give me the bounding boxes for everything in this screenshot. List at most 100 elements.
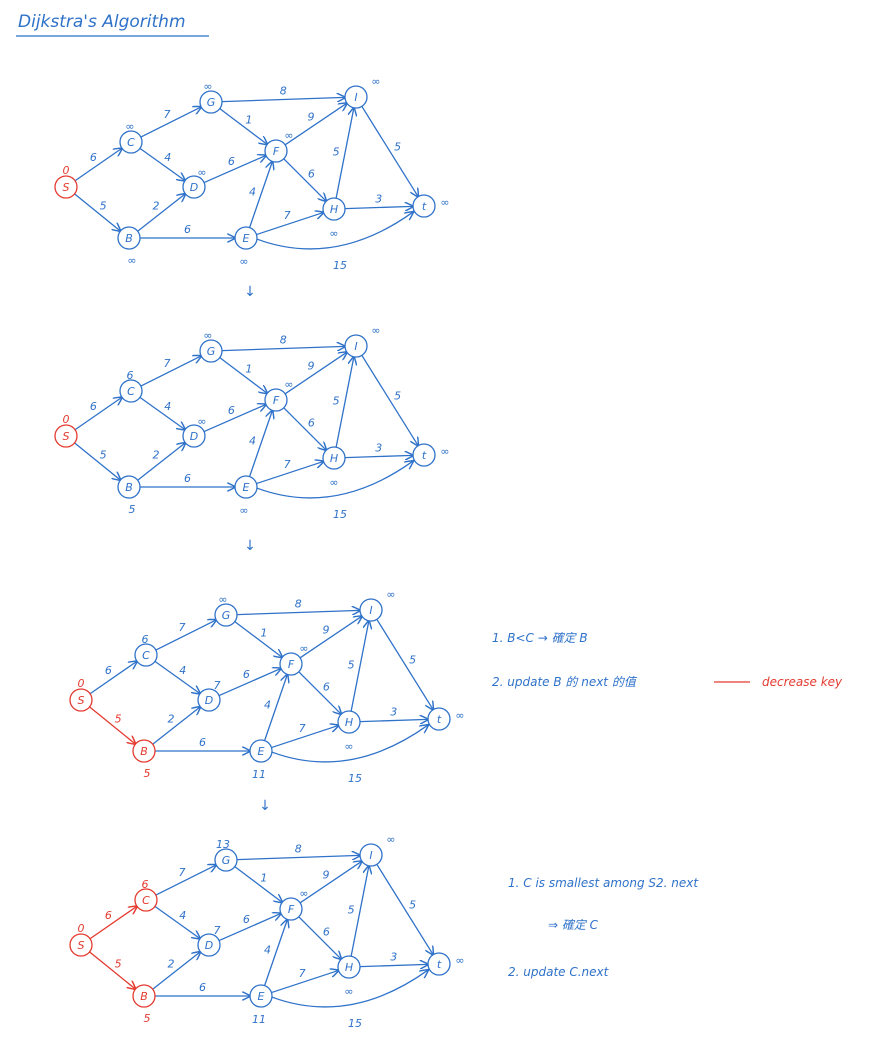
node-H [337, 710, 361, 734]
node-label-S: S [78, 939, 85, 952]
edge-weight-F-I: 9 [322, 869, 329, 882]
step-arrow-2: ↓ [244, 538, 256, 554]
distance-S: 0 [63, 413, 70, 426]
edge-weight-C-G: 7 [163, 357, 170, 370]
edge-weight-B-D: 2 [167, 712, 174, 725]
node-label-B: B [125, 481, 133, 494]
node-label-S: S [78, 694, 85, 707]
node-B [132, 739, 156, 763]
node-label-F: F [273, 394, 280, 407]
node-label-D: D [205, 694, 213, 707]
edge-weight-E-F: 4 [264, 699, 271, 712]
edge-weight-C-D: 4 [179, 664, 186, 677]
edge-weight-E-H: 7 [284, 458, 291, 471]
edge-C-G [155, 620, 216, 651]
edge-G-I [236, 610, 360, 616]
node-t [412, 194, 436, 218]
edge-F-H [283, 158, 326, 201]
distance-D: 7 [214, 924, 221, 937]
edge-weight-F-H: 6 [323, 926, 330, 939]
edge-weight-I-t: 5 [409, 654, 416, 667]
node-C [119, 130, 143, 154]
edge-F-I [284, 103, 347, 146]
node-H [322, 197, 346, 221]
edge-G-I [221, 346, 345, 352]
edge-G-F [219, 108, 267, 145]
distance-H: ∞ [344, 985, 353, 998]
node-label-G: G [207, 96, 216, 109]
edge-C-G [140, 356, 201, 387]
node-I [359, 598, 383, 622]
edge-E-F [263, 919, 288, 986]
edge-E-t [256, 212, 413, 250]
distance-t: ∞ [455, 954, 464, 967]
distance-C: ∞ [125, 120, 134, 133]
edge-G-I [236, 855, 360, 861]
distance-B: 5 [144, 767, 151, 780]
edge-D-F [203, 404, 266, 433]
edge-weight-G-F: 1 [245, 113, 252, 126]
edge-weight-F-H: 6 [323, 681, 330, 694]
edge-weight-F-I: 9 [307, 360, 314, 373]
edge-F-I [299, 616, 362, 659]
node-E [249, 739, 273, 763]
node-label-F: F [273, 145, 280, 158]
edge-weight-H-t: 3 [390, 951, 397, 964]
edge-F-H [283, 407, 326, 450]
edge-weight-H-t: 3 [375, 193, 382, 206]
edge-G-F [234, 621, 282, 658]
node-label-G: G [207, 345, 216, 358]
distance-t: ∞ [455, 709, 464, 722]
edge-G-F [234, 866, 282, 903]
edge-weight-B-E: 6 [199, 736, 206, 749]
distance-E: ∞ [239, 255, 248, 268]
node-label-H: H [330, 452, 338, 465]
edge-D-F [218, 913, 281, 942]
page-title: Dijkstra's Algorithm [18, 12, 186, 32]
edge-weight-G-F: 1 [245, 362, 252, 375]
node-B [117, 475, 141, 499]
node-label-S: S [63, 181, 70, 194]
distance-E: ∞ [239, 504, 248, 517]
node-I [344, 334, 368, 358]
node-label-S: S [63, 430, 70, 443]
node-G [214, 848, 238, 872]
edge-weight-F-I: 9 [322, 624, 329, 637]
edge-weight-D-F: 6 [243, 913, 250, 926]
node-label-I: I [354, 340, 357, 353]
node-S [54, 424, 78, 448]
node-label-I: I [369, 604, 372, 617]
distance-F: ∞ [284, 378, 293, 391]
edge-G-F [219, 357, 267, 394]
edge-C-G [140, 107, 201, 138]
node-B [132, 984, 156, 1008]
edge-weight-G-I: 8 [280, 85, 287, 98]
step-arrow-3: ↓ [259, 798, 271, 814]
edge-S-C [74, 148, 122, 182]
node-label-I: I [354, 91, 357, 104]
node-label-B: B [125, 232, 133, 245]
edge-E-t [271, 725, 428, 763]
edge-weight-E-F: 4 [264, 944, 271, 957]
edge-D-F [218, 668, 281, 697]
distance-D: 7 [214, 679, 221, 692]
note-decrease-key: decrease key [762, 675, 843, 689]
edge-B-D [152, 952, 201, 990]
edge-weight-B-E: 6 [184, 472, 191, 485]
edge-weight-I-t: 5 [394, 141, 401, 154]
node-label-t: t [437, 958, 442, 971]
node-label-H: H [330, 203, 338, 216]
edge-F-I [299, 861, 362, 904]
edge-weight-C-D: 4 [164, 400, 171, 413]
edge-weight-H-I: 5 [348, 903, 355, 916]
edge-S-C [74, 397, 122, 431]
edge-H-t [359, 964, 428, 966]
node-H [337, 955, 361, 979]
distance-I: ∞ [371, 324, 380, 337]
edge-C-D [139, 147, 185, 180]
distance-F: ∞ [299, 887, 308, 900]
node-label-H: H [345, 716, 353, 729]
